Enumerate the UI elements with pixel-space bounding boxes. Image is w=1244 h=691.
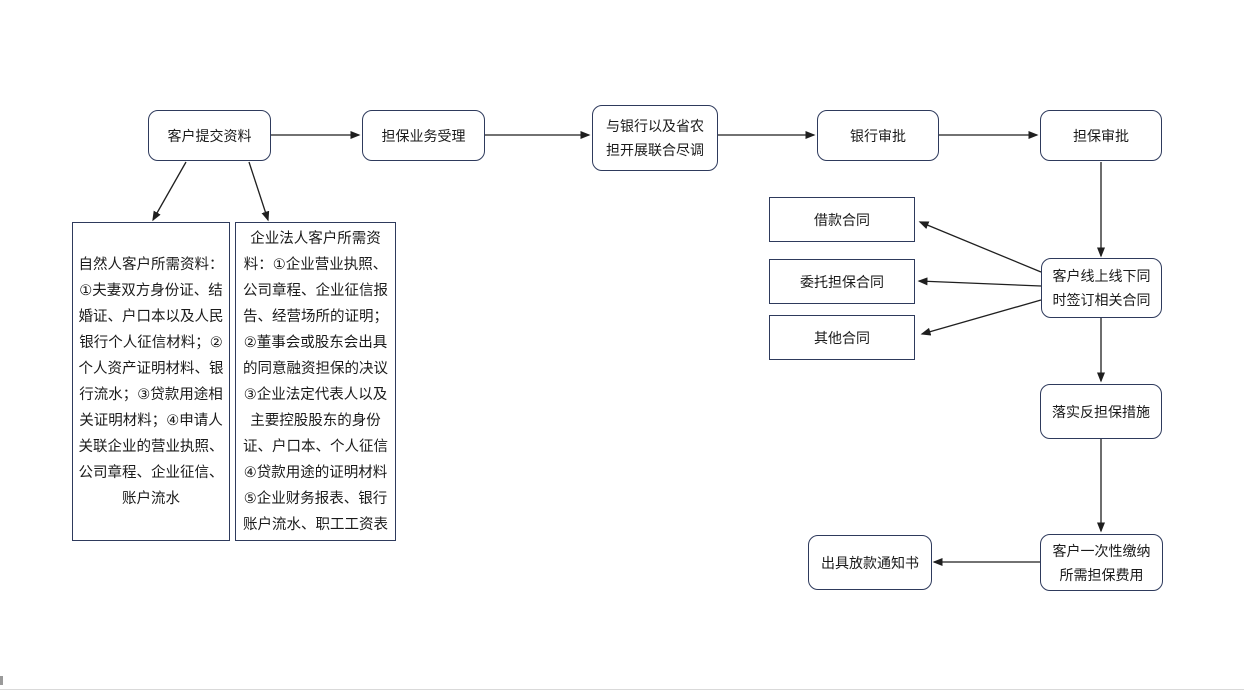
node-other-contract: 其他合同 xyxy=(769,315,915,360)
node-sign-contracts: 客户线上线下同 时签订相关合同 xyxy=(1041,258,1162,318)
page-bottom-divider xyxy=(0,689,1244,690)
node-counter-guarantee: 落实反担保措施 xyxy=(1040,384,1162,439)
arrow-submit-to-corporate xyxy=(248,161,270,222)
node-business-accept: 担保业务受理 xyxy=(362,110,485,161)
node-loan-notice: 出具放款通知书 xyxy=(808,535,932,590)
node-joint-due-diligence: 与银行以及省农 担开展联合尽调 xyxy=(592,105,718,171)
node-loan-contract: 借款合同 xyxy=(769,197,915,242)
node-guarantee-approval: 担保审批 xyxy=(1040,110,1162,161)
node-corporate-materials: 企业法人客户所需资 料：①企业营业执照、 公司章程、企业征信报 告、经营场所的证… xyxy=(235,222,396,541)
node-pay-fee: 客户一次性缴纳 所需担保费用 xyxy=(1040,534,1163,591)
arrow-sign-to-entrusted-contract xyxy=(917,277,1042,287)
node-entrusted-guarantee-contract: 委托担保合同 xyxy=(769,259,915,304)
node-customer-submit: 客户提交资料 xyxy=(148,110,271,161)
node-natural-person-materials: 自然人客户所需资料： ①夫妻双方身份证、结 婚证、户口本以及人民 银行个人征信材… xyxy=(72,222,230,541)
arrow-sign-to-loan-contract xyxy=(918,221,1042,273)
arrow-sign-to-other-contract xyxy=(920,299,1042,336)
page-edge-mark xyxy=(0,676,3,685)
node-bank-approval: 银行审批 xyxy=(817,110,939,161)
arrow-submit-to-natural xyxy=(152,161,187,222)
